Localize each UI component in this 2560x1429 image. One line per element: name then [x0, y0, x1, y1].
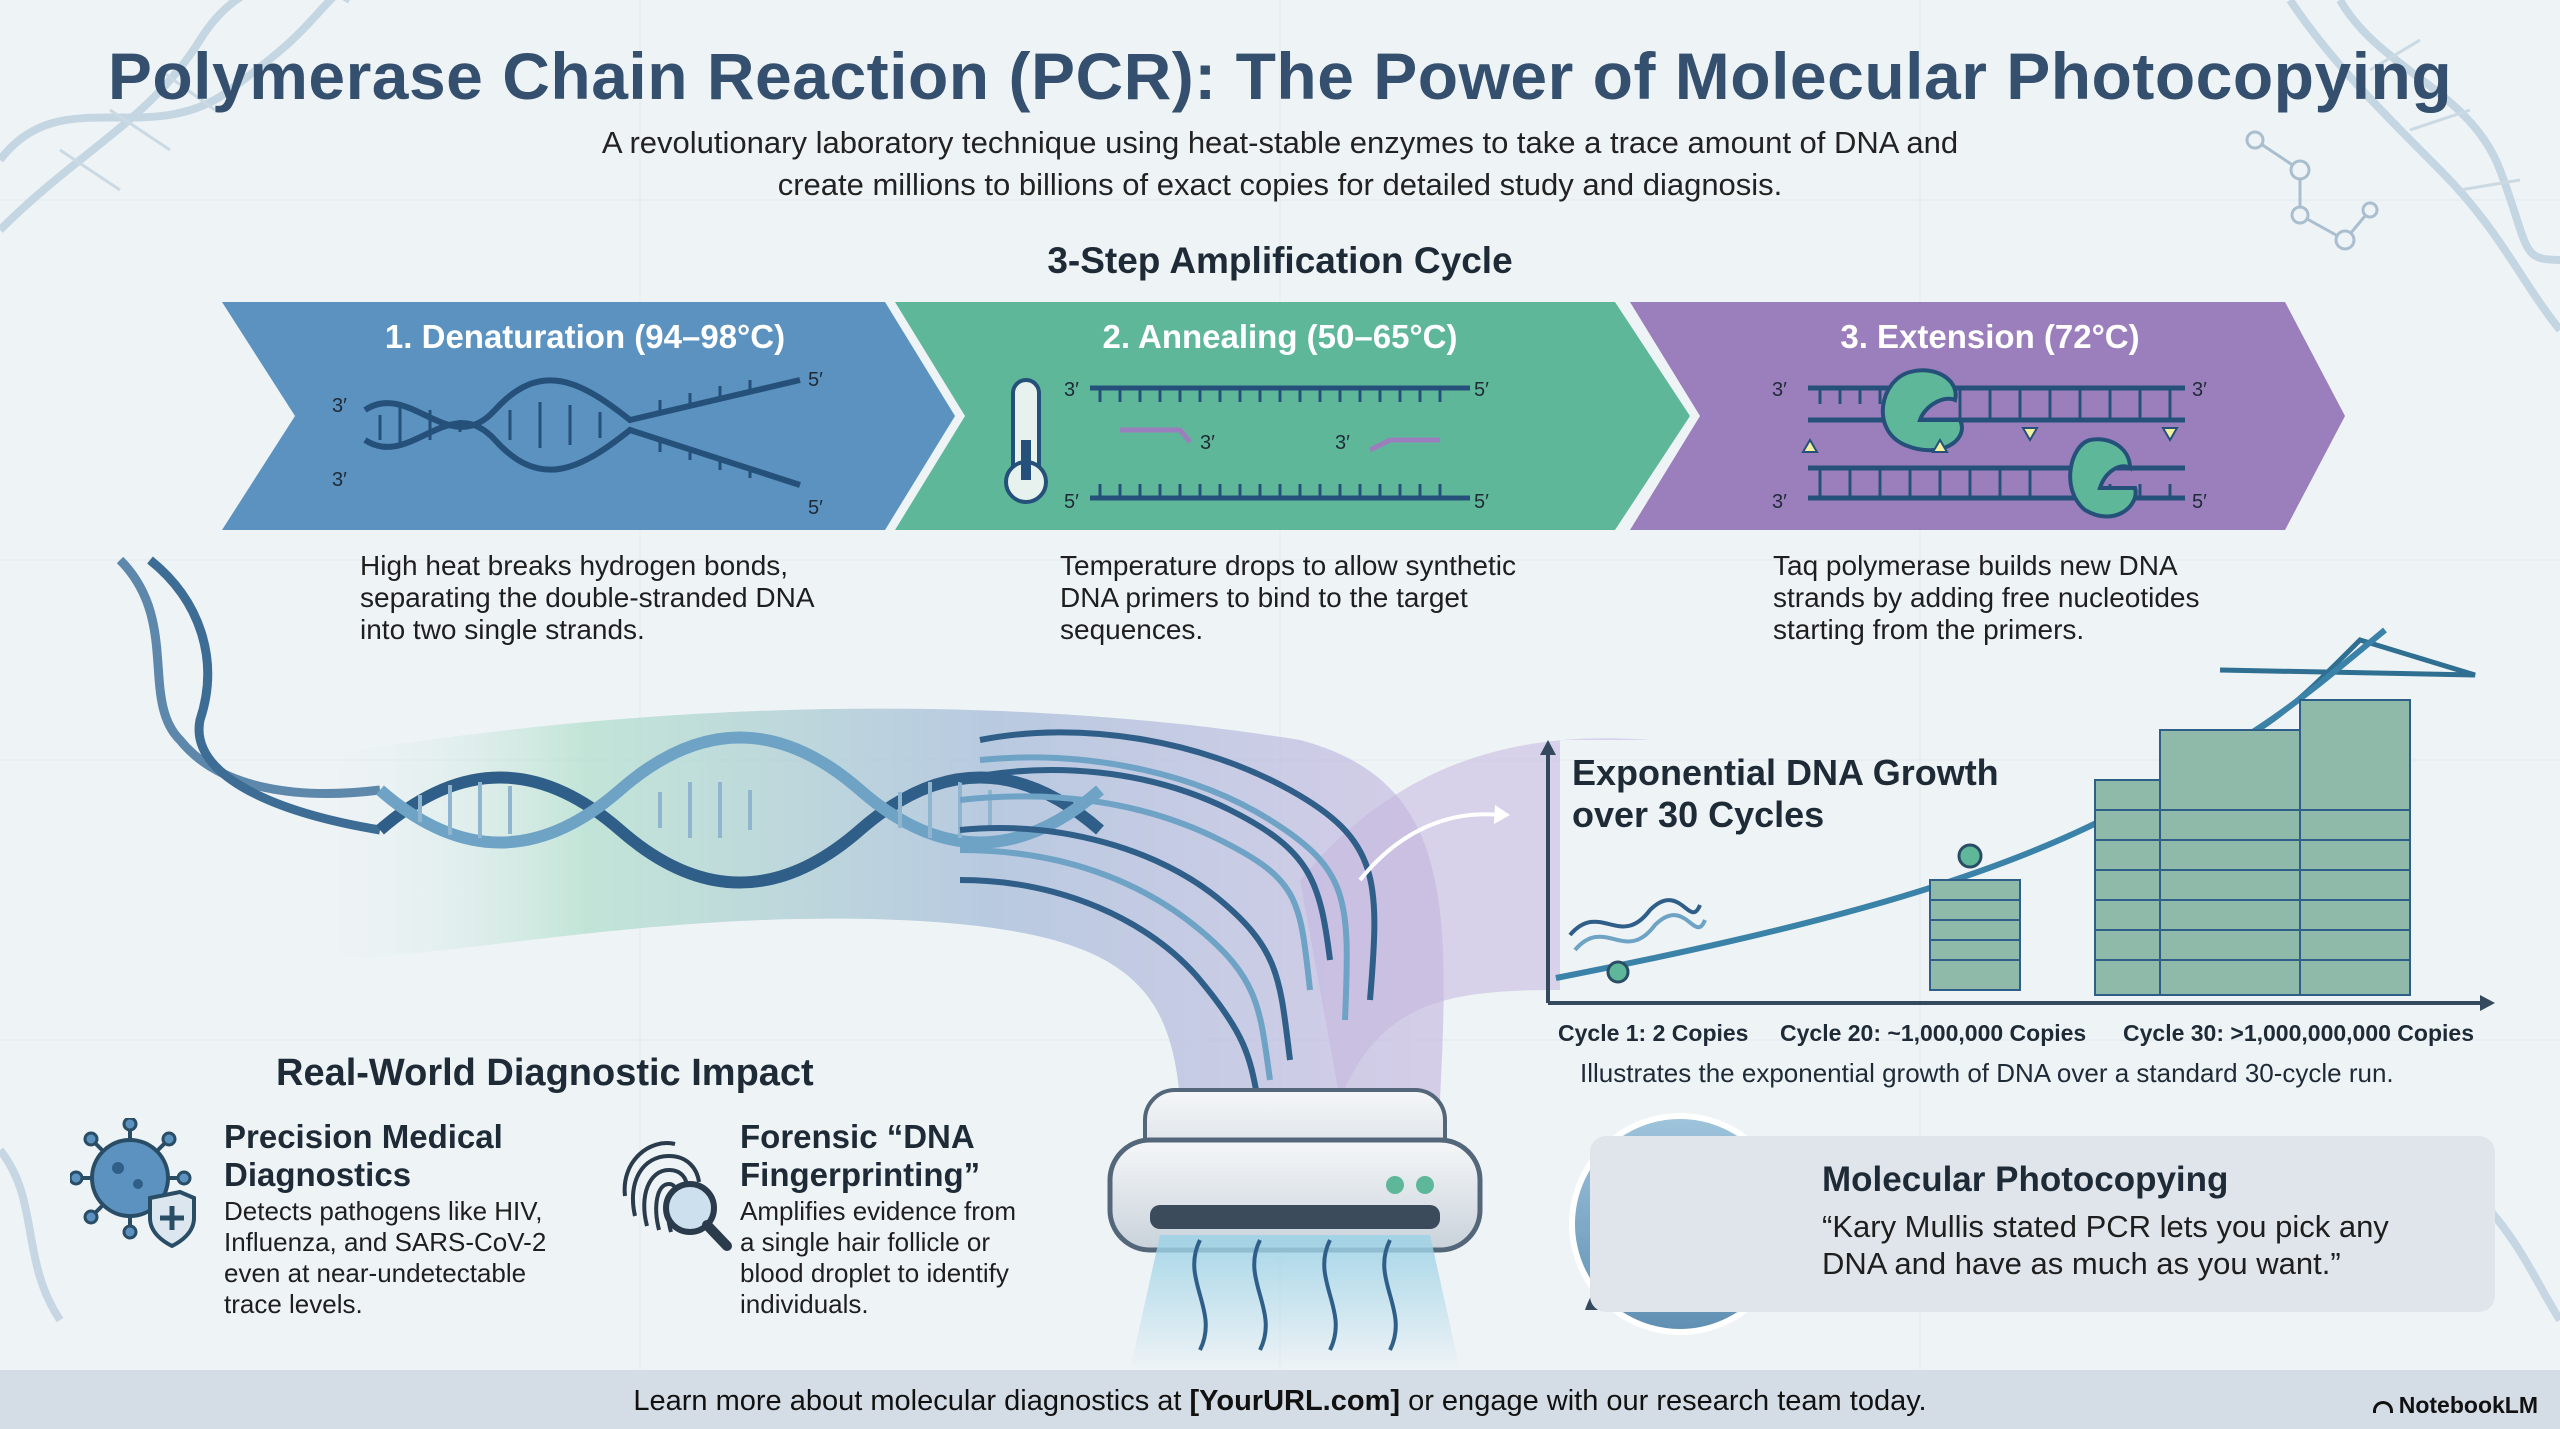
impact-item-2-desc-line: a single hair follicle or [740, 1227, 991, 1257]
step-2-label-3p-primer-2: 3′ [1335, 432, 1350, 454]
step-1-desc-line: separating the double-stranded DNA [360, 582, 815, 613]
dna-stack-large [2094, 699, 2411, 996]
step-1-label-5p-bottom: 5′ [808, 497, 823, 519]
subtitle-line-1: A revolutionary laboratory technique usi… [601, 125, 1959, 160]
impact-item-1-desc-line: Detects pathogens like HIV, [224, 1196, 543, 1226]
brand-label: NotebookLM [2398, 1392, 2538, 1418]
impact-item-1-heading: Precision Medical Diagnostics [224, 1118, 604, 1194]
quote-card [1590, 1136, 2495, 1312]
subtitle-line-2: create millions to billions of exact cop… [777, 167, 1783, 202]
quote-line-2: DNA and have as much as you want.” [1822, 1246, 2341, 1281]
step-3-desc-line: Taq polymerase builds new DNA [1773, 550, 2178, 581]
impact-item-1-desc-line: even at near-undetectable [224, 1258, 527, 1288]
step-3-label-5p-bottom: 5′ [2192, 491, 2207, 513]
cycle-30-label: Cycle 30: >1,000,000,000 Copies [2123, 1020, 2474, 1046]
step-1-dna-art [363, 377, 801, 488]
step-3-label-3p-bottom: 3′ [1772, 491, 1787, 513]
impact-item-2-heading-line: Forensic “DNA [740, 1118, 975, 1155]
step-1-description: High heat breaks hydrogen bonds, separat… [360, 550, 880, 646]
step-2-desc-line: sequences. [1060, 614, 1204, 645]
step-1-desc-line: into two single strands. [360, 614, 645, 645]
quote-heading: Molecular Photocopying [1822, 1160, 2229, 1199]
notebooklm-brand: NotebookLM [2372, 1392, 2538, 1419]
step-2-chevron [895, 302, 1690, 530]
cycle-1-label: Cycle 1: 2 Copies [1558, 1020, 1749, 1046]
growth-title-line-2: over 30 Cycles [1572, 794, 1825, 835]
step-3-desc-line: strands by adding free nucleotides [1773, 582, 2200, 613]
footer-text-before: Learn more about molecular diagnostics a… [633, 1385, 1190, 1417]
fingerprint-magnifier-icon [622, 1141, 732, 1251]
page-title: Polymerase Chain Reaction (PCR): The Pow… [107, 39, 2453, 113]
step-2-label-3p-top: 3′ [1064, 379, 1079, 401]
step-2-title: 2. Annealing (50–65°C) [1102, 318, 1458, 355]
step-2-description: Temperature drops to allow synthetic DNA… [1060, 550, 1600, 646]
step-3-label-3p-top: 3′ [1772, 379, 1787, 401]
footer-text: Learn more about molecular diagnostics a… [0, 1385, 2560, 1418]
step-3-chevron [1630, 302, 2345, 530]
footer-link[interactable]: [YourURL.com] [1189, 1385, 1401, 1417]
cycle-section-title: 3-Step Amplification Cycle [1047, 240, 1513, 281]
quote-line-1: “Kary Mullis stated PCR lets you pick an… [1822, 1209, 2389, 1244]
notebooklm-logo-icon [2372, 1400, 2393, 1413]
step-2-label-3p-primer-1: 3′ [1200, 432, 1215, 454]
page-subtitle: A revolutionary laboratory technique usi… [480, 122, 2080, 206]
thermometer-icon [1004, 378, 1048, 504]
cycle-20-label: Cycle 20: ~1,000,000 Copies [1780, 1020, 2087, 1046]
impact-item-2-desc-line: blood droplet to identify [740, 1258, 1009, 1288]
impact-section-title: Real-World Diagnostic Impact [276, 1052, 814, 1094]
step-2-label-5p-bottom-right: 5′ [1474, 491, 1489, 513]
step-3-desc-line: starting from the primers. [1773, 614, 2085, 645]
step-1-title: 1. Denaturation (94–98°C) [384, 318, 786, 355]
growth-caption: Illustrates the exponential growth of DN… [1580, 1058, 2394, 1088]
step-1-label-5p-top: 5′ [808, 369, 823, 391]
impact-item-2-description: Amplifies evidence from a single hair fo… [740, 1196, 1080, 1320]
dna-stack-small [1568, 898, 1707, 952]
virus-shield-icon [70, 1118, 196, 1248]
impact-item-2-heading: Forensic “DNA Fingerprinting” [740, 1118, 1060, 1194]
footer-text-after: or engage with our research team today. [1400, 1385, 1927, 1417]
step-3-title: 3. Extension (72°C) [1840, 318, 2140, 355]
step-1-desc-line: High heat breaks hydrogen bonds, [360, 550, 789, 581]
impact-item-1-desc-line: trace levels. [224, 1289, 363, 1319]
step-3-polymerase-art [1801, 368, 2185, 519]
impact-item-1-heading-line: Precision Medical [224, 1118, 503, 1155]
quote-text: “Kary Mullis stated PCR lets you pick an… [1822, 1208, 2482, 1282]
impact-item-2-desc-line: individuals. [740, 1289, 869, 1319]
printer-illustration [1107, 1088, 1483, 1370]
growth-chart-title: Exponential DNA Growth over 30 Cycles [1572, 752, 2052, 836]
impact-item-2-desc-line: Amplifies evidence from [740, 1196, 1016, 1226]
step-3-description: Taq polymerase builds new DNA strands by… [1773, 550, 2273, 646]
step-2-label-5p-bottom: 5′ [1064, 491, 1079, 513]
impact-item-1-desc-line: Influenza, and SARS-CoV-2 [224, 1227, 547, 1257]
step-2-label-5p-top: 5′ [1474, 379, 1489, 401]
impact-item-1-heading-line: Diagnostics [224, 1156, 412, 1193]
footer-bar [0, 1370, 2560, 1429]
impact-item-1-description: Detects pathogens like HIV, Influenza, a… [224, 1196, 604, 1320]
step-2-desc-line: Temperature drops to allow synthetic [1060, 550, 1516, 581]
step-3-label-3p-right: 3′ [2192, 379, 2207, 401]
growth-title-line-1: Exponential DNA Growth [1572, 752, 1999, 793]
impact-item-2-heading-line: Fingerprinting” [740, 1156, 981, 1193]
step-2-desc-line: DNA primers to bind to the target [1060, 582, 1468, 613]
dna-stack-medium [1929, 879, 2021, 991]
step-1-label-3p-bottom: 3′ [332, 469, 347, 491]
step-1-label-3p-top: 3′ [332, 395, 347, 417]
